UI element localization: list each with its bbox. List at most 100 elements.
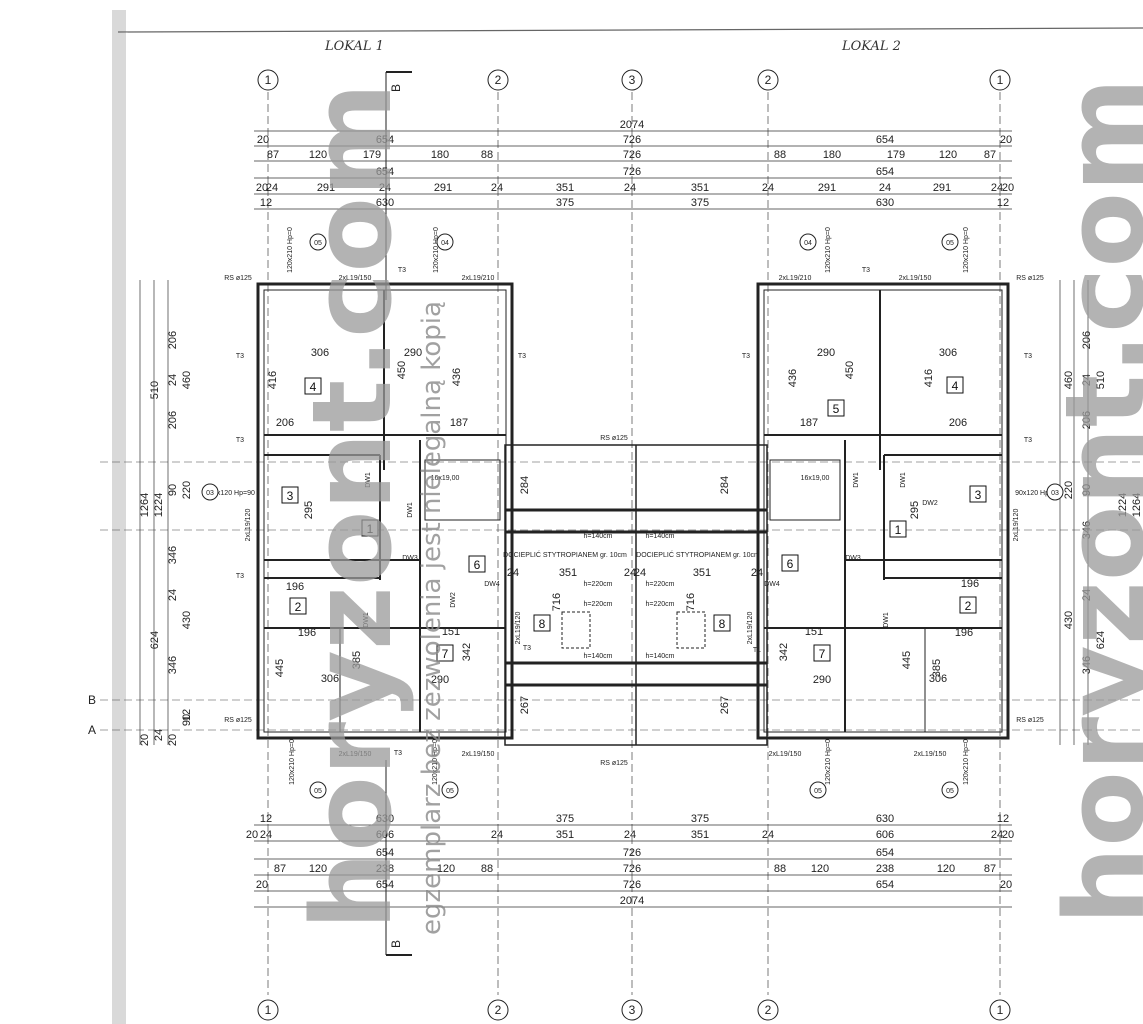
dimension-value-right: 90 [1081,484,1093,496]
dimension-value-right: 1264 [1131,493,1143,517]
axis-bubble [257,999,279,1021]
dimension-value-right: 220 [1063,481,1075,499]
dimension-value: 87 [984,863,996,875]
room-number-box [946,376,964,394]
dimension-value: 24 [491,182,503,194]
window-tag-circle [201,483,219,501]
window-tag-circle [809,781,827,799]
room-number: 3 [975,488,982,502]
window-tag: 03 [206,490,214,497]
lintel-label: T3 [1024,353,1032,360]
lintel-label: T3 [394,750,402,757]
stairs-label: 16x19,00 [801,475,830,482]
room-dimension: 351 [559,567,577,579]
window-tag-circle [309,781,327,799]
room-dimension: 196 [286,581,304,593]
room-number: 3 [287,489,294,503]
door-label: DW3 [402,555,418,562]
room-dimension: 196 [298,627,316,639]
dimension-value: 24 [624,829,636,841]
room-number: 7 [819,647,826,661]
dimension-value-left: 12 [181,709,193,721]
dimension-value-left: 346 [167,546,179,564]
axis-label-top: 2 [495,73,502,87]
dimension-value: 238 [876,863,894,875]
unit-right-label: LOKAL 2 [841,39,901,54]
dimension-value-left: 90 [181,714,193,726]
window-tag: 05 [314,240,322,247]
room-dimension: 196 [961,578,979,590]
axis-label-bottom: 1 [265,1003,272,1017]
height-note: h=220cm [584,581,613,588]
room-number-box [813,644,831,662]
window-tag: 03 [1051,490,1059,497]
axis-label-top: 1 [265,73,272,87]
door-label: DW3 [845,555,861,562]
window-tag-circle [799,233,817,251]
dimension-value: 180 [823,149,841,161]
room-number-box [533,614,551,632]
dimension-value: 351 [691,829,709,841]
room-dimension: 187 [450,417,468,429]
downpipe-label: RS ø125 [1016,275,1044,282]
opening-label: 2xL19/150 [462,751,495,758]
dimension-value: 24 [762,829,774,841]
dimension-value: 24 [879,182,891,194]
opening-label: 120x210 Hp=0 [825,739,832,785]
dimension-value: 630 [376,197,394,209]
opening-label: 120x210 Hp=0 [963,739,970,785]
room-dimension: 306 [929,673,947,685]
room-dimension: 445 [901,651,913,669]
dimension-value: 606 [876,829,894,841]
room-number: 5 [833,402,840,416]
dimension-value: 87 [274,863,286,875]
room-dimension: 342 [778,643,790,661]
window-tag: 05 [446,788,454,795]
window-tag: 04 [441,240,449,247]
lintel-label: T3 [236,353,244,360]
downpipe-label: RS ø125 [600,435,628,442]
dimension-value: 238 [376,863,394,875]
dimension-value: 24 [260,829,272,841]
dimension-value-right: 24 [1081,374,1093,386]
dimension-value: 726 [623,166,641,178]
dimension-value: 20 [1000,879,1012,891]
downpipe-label: RS ø125 [224,275,252,282]
dimension-value: 291 [933,182,951,194]
room-dimension: 267 [719,696,731,714]
height-note: h=140cm [646,533,675,540]
room-dimension: 24 [507,567,519,579]
dimension-value-right: 346 [1081,521,1093,539]
opening-label: 2xL19/150 [914,751,947,758]
dimension-value: 2074 [620,119,644,131]
room-dimension: 290 [813,674,831,686]
insulation-note: DOCIEPLIĆ STYTROPIANEM gr. 10cm [636,550,760,559]
room-number-box [361,519,379,537]
opening-label: 120x210 Hp=0 [432,739,439,785]
dimension-value: 291 [818,182,836,194]
room-dimension: 196 [955,627,973,639]
height-note: h=220cm [646,581,675,588]
paper-top-edge [117,27,1143,33]
dimension-value: 88 [481,149,493,161]
section-mark-label: B [389,940,403,948]
door-label: DW1 [363,612,370,628]
room-number-box [304,377,322,395]
room-dimension: 342 [461,643,473,661]
lintel-label: T3 [236,573,244,580]
room-dimension: 295 [303,501,315,519]
room-dimension: 151 [442,626,460,638]
dimension-value: 20 [246,829,258,841]
opening-label: 2xL19/150 [769,751,802,758]
door-label: DW1 [900,472,907,488]
opening-label: 2xL19/150 [339,275,372,282]
dimension-value: 120 [309,863,327,875]
dimension-value: 375 [691,197,709,209]
opening-label: 90x120 Hp=90 [1015,490,1061,497]
dimension-value: 2074 [620,895,644,907]
window-tag: 05 [314,788,322,795]
height-note: h=140cm [584,653,613,660]
room-dimension: 290 [817,347,835,359]
